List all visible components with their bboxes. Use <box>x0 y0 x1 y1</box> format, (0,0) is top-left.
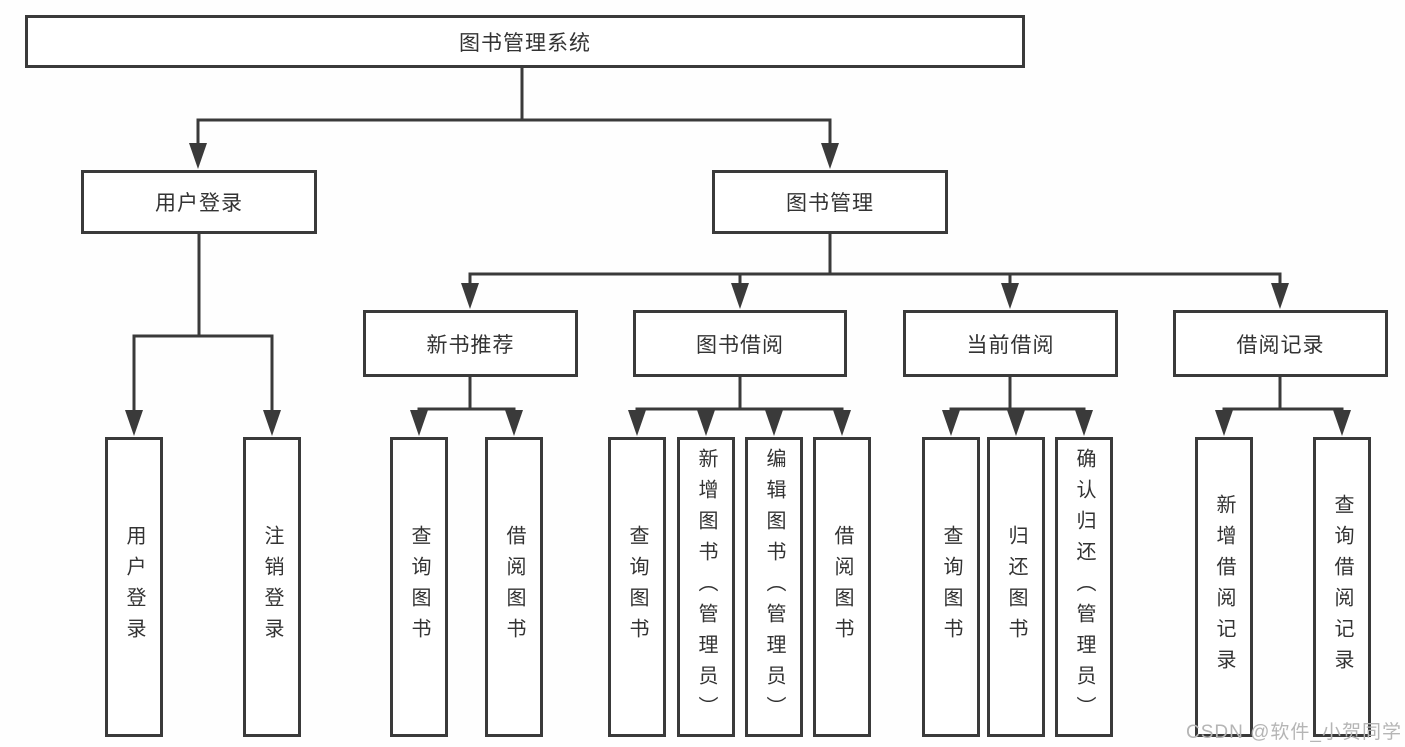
node-label: 当前借阅 <box>966 333 1055 357</box>
node-label: 图书管理 <box>786 192 874 215</box>
node-label: 新增借阅记录 <box>1213 494 1235 680</box>
arrow-down-icon <box>461 283 479 309</box>
connector-level3-splitter <box>468 272 1282 286</box>
arrow-down-icon <box>505 410 523 436</box>
arrow-down-icon <box>410 410 428 436</box>
node-label: 查询图书 <box>940 525 962 649</box>
leaf-borrow-books-1: 借阅图书 <box>485 437 543 737</box>
connector-records-splitter <box>1222 407 1344 412</box>
leaf-logout: 注销登录 <box>243 437 301 737</box>
node-label: 新书推荐 <box>426 333 515 357</box>
arrow-down-icon <box>125 410 143 436</box>
leaf-confirm-return-admin: 确认归还（管理员） <box>1055 437 1113 737</box>
leaf-borrow-books-2: 借阅图书 <box>813 437 871 737</box>
node-label: 查询图书 <box>626 525 648 649</box>
leaf-query-borrow-record: 查询借阅记录 <box>1313 437 1371 737</box>
node-user-login: 用户登录 <box>81 170 317 234</box>
node-label: 用户登录 <box>155 192 243 215</box>
arrow-down-icon <box>765 410 783 436</box>
arrow-down-icon <box>189 143 207 169</box>
node-label: 借阅记录 <box>1236 333 1325 357</box>
arrow-down-icon <box>697 410 715 436</box>
node-label: 图书借阅 <box>696 333 784 357</box>
node-label: 用户登录 <box>123 525 145 649</box>
node-label: 图书管理系统 <box>459 31 591 55</box>
arrow-down-icon <box>821 143 839 169</box>
arrow-down-icon <box>1001 283 1019 309</box>
leaf-query-books-2: 查询图书 <box>608 437 666 737</box>
node-label: 归还图书 <box>1005 525 1027 649</box>
leaf-edit-books-admin: 编辑图书（管理员） <box>745 437 803 737</box>
leaf-query-books-1: 查询图书 <box>390 437 448 737</box>
arrow-down-icon <box>1007 410 1025 436</box>
node-label: 借阅图书 <box>503 525 525 649</box>
node-book-borrow: 图书借阅 <box>633 310 847 377</box>
arrow-down-icon <box>731 283 749 309</box>
arrow-down-icon <box>628 410 646 436</box>
node-borrow-records: 借阅记录 <box>1173 310 1388 377</box>
arrow-down-icon <box>942 410 960 436</box>
node-label: 注销登录 <box>261 525 283 649</box>
arrow-down-icon <box>1075 410 1093 436</box>
node-current-borrow: 当前借阅 <box>903 310 1118 377</box>
leaf-add-books-admin: 新增图书（管理员） <box>677 437 735 737</box>
node-root-system: 图书管理系统 <box>25 15 1025 68</box>
arrowheads <box>125 143 1351 436</box>
arrow-down-icon <box>833 410 851 436</box>
node-label: 借阅图书 <box>831 525 853 649</box>
arrow-down-icon <box>1271 283 1289 309</box>
arrow-down-icon <box>1333 410 1351 436</box>
leaf-return-books: 归还图书 <box>987 437 1045 737</box>
node-label: 编辑图书（管理员） <box>763 447 785 727</box>
connector-bookborrow-splitter <box>635 407 844 412</box>
leaf-add-borrow-record: 新增借阅记录 <box>1195 437 1253 737</box>
leaf-user-login: 用户登录 <box>105 437 163 737</box>
csdn-watermark: CSDN @软件_小贺同学 <box>1186 722 1402 743</box>
connector-userlogin-splitter <box>132 334 274 412</box>
node-label: 确认归还（管理员） <box>1073 447 1095 727</box>
node-label: 查询借阅记录 <box>1331 494 1353 680</box>
connector-newbook-splitter <box>417 407 516 412</box>
connector-level2-splitter <box>196 118 832 146</box>
node-label: 新增图书（管理员） <box>695 447 717 727</box>
leaf-query-books-3: 查询图书 <box>922 437 980 737</box>
node-new-book-recommend: 新书推荐 <box>363 310 578 377</box>
node-label: 查询图书 <box>408 525 430 649</box>
node-book-management: 图书管理 <box>712 170 948 234</box>
arrow-down-icon <box>1215 410 1233 436</box>
arrow-down-icon <box>263 410 281 436</box>
